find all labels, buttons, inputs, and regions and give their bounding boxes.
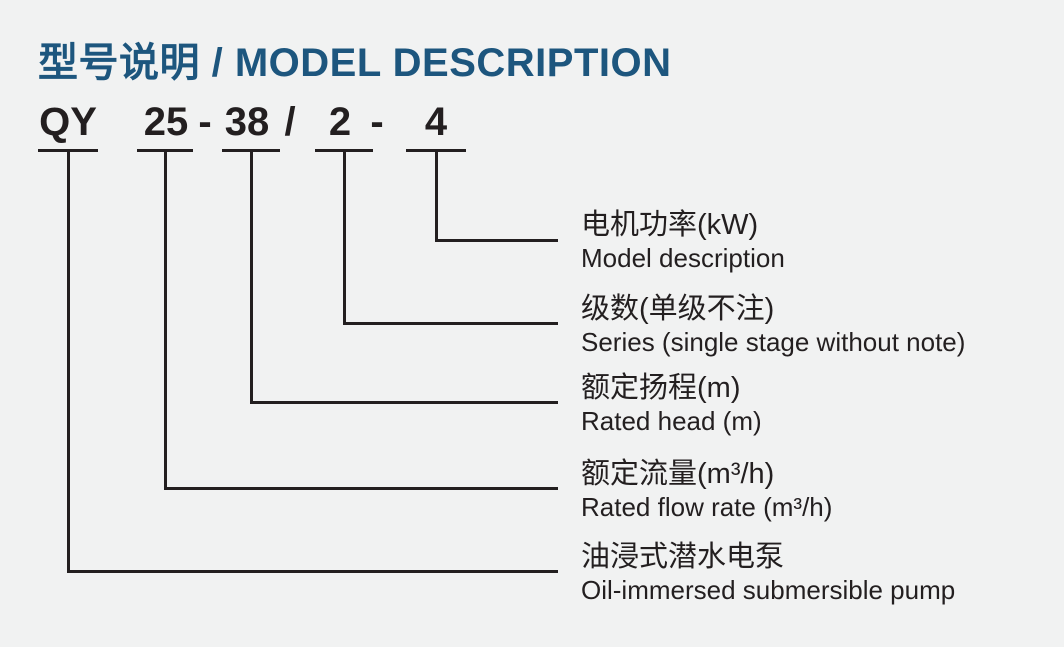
legend-cn-label: 额定流量(m³/h) bbox=[581, 458, 775, 490]
model-code-token-25: 25 bbox=[143, 100, 189, 144]
legend-cn-label: 额定扬程(m) bbox=[581, 372, 741, 404]
legend-row-rated-flow: 额定流量(m³/h) Rated flow rate (m³/h) bbox=[581, 459, 832, 522]
page-title: 型号说明 / MODEL DESCRIPTION bbox=[38, 41, 672, 85]
connector-line-2 bbox=[342, 150, 558, 325]
legend-row-rated-head: 额定扬程(m) Rated head (m) bbox=[581, 373, 762, 436]
legend-en-label: Oil-immersed submersible pump bbox=[581, 575, 956, 605]
legend-row-motor-power: 电机功率(kW) Model description bbox=[581, 210, 785, 273]
legend-row-pump-type: 油浸式潜水电泵 Oil-immersed submersible pump bbox=[581, 542, 955, 605]
model-code-token-qy: QY bbox=[39, 100, 97, 144]
model-code-token-dash-2: - bbox=[370, 100, 384, 144]
legend-en-label: Series (single stage without note) bbox=[581, 327, 966, 357]
model-code-token-dash-1: - bbox=[198, 100, 212, 144]
model-code-token-2: 2 bbox=[328, 100, 352, 144]
connector-line-25 bbox=[163, 150, 558, 490]
legend-en-label: Model description bbox=[581, 243, 785, 273]
model-code-token-38: 38 bbox=[224, 100, 270, 144]
model-code-token-slash: / bbox=[284, 100, 296, 144]
legend-cn-label: 油浸式潜水电泵 bbox=[581, 541, 785, 573]
connector-line-4 bbox=[434, 150, 558, 242]
legend-row-series: 级数(单级不注) Series (single stage without no… bbox=[581, 294, 965, 357]
legend-en-label: Rated head (m) bbox=[581, 406, 762, 436]
connector-line-qy bbox=[66, 150, 558, 573]
connector-line-38 bbox=[249, 150, 558, 404]
legend-en-label: Rated flow rate (m³/h) bbox=[581, 492, 833, 522]
legend-cn-label: 级数(单级不注) bbox=[581, 293, 775, 325]
model-code-token-4: 4 bbox=[424, 100, 448, 144]
legend-cn-label: 电机功率(kW) bbox=[581, 209, 759, 241]
